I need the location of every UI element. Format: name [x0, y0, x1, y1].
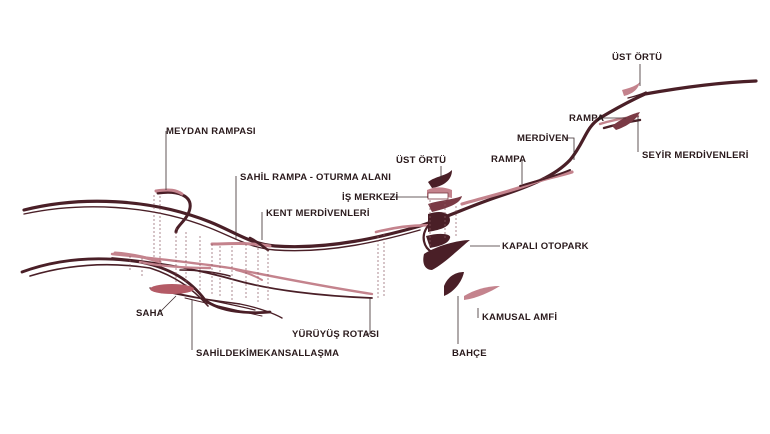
label-seyir-merdivenleri: SEYİR MERDİVENLERİ	[642, 150, 749, 161]
label-ust-ortu-right: ÜST ÖRTÜ	[612, 52, 662, 63]
label-rampa-mid: RAMPA	[491, 154, 526, 165]
label-bahce: BAHÇE	[452, 348, 487, 359]
label-saha: SAHA	[136, 308, 164, 319]
label-is-merkezi: İŞ MERKEZİ	[342, 192, 398, 203]
projection-lines-left	[129, 195, 385, 302]
label-rampa-right: RAMPA	[569, 113, 604, 124]
projection-lines-right	[429, 200, 457, 248]
is-merkezi-tower	[422, 170, 500, 300]
coastal-ribbons	[20, 252, 374, 319]
label-kent-merdivenleri: KENT MERDİVENLERİ	[266, 208, 370, 219]
leader-lines	[159, 64, 641, 350]
label-kapali-otopark: KAPALI OTOPARK	[502, 241, 589, 252]
label-meydan-rampasi: MEYDAN RAMPASI	[166, 126, 256, 137]
saha-field	[150, 284, 194, 294]
mid-stair-pieces	[113, 236, 272, 281]
label-sahil-mekan: SAHİLDEKİMEKANSALLAŞMA	[196, 348, 339, 359]
label-ust-ortu-mid: ÜST ÖRTÜ	[396, 155, 446, 166]
main-promenade-ribbon	[22, 79, 758, 252]
label-yuruyus-rotasi: YÜRÜYÜŞ ROTASI	[292, 329, 379, 340]
meydan-rampasi-loop	[154, 188, 192, 234]
label-kamusal-amfi: KAMUSAL AMFİ	[482, 312, 557, 323]
label-sahil-rampa: SAHİL RAMPA - OTURMA ALANI	[240, 172, 391, 183]
labels: ÜST ÖRTÜ RAMPA SEYİR MERDİVENLERİ MERDİV…	[136, 52, 749, 359]
label-merdiven: MERDİVEN	[517, 133, 569, 144]
right-ramps	[460, 82, 647, 206]
